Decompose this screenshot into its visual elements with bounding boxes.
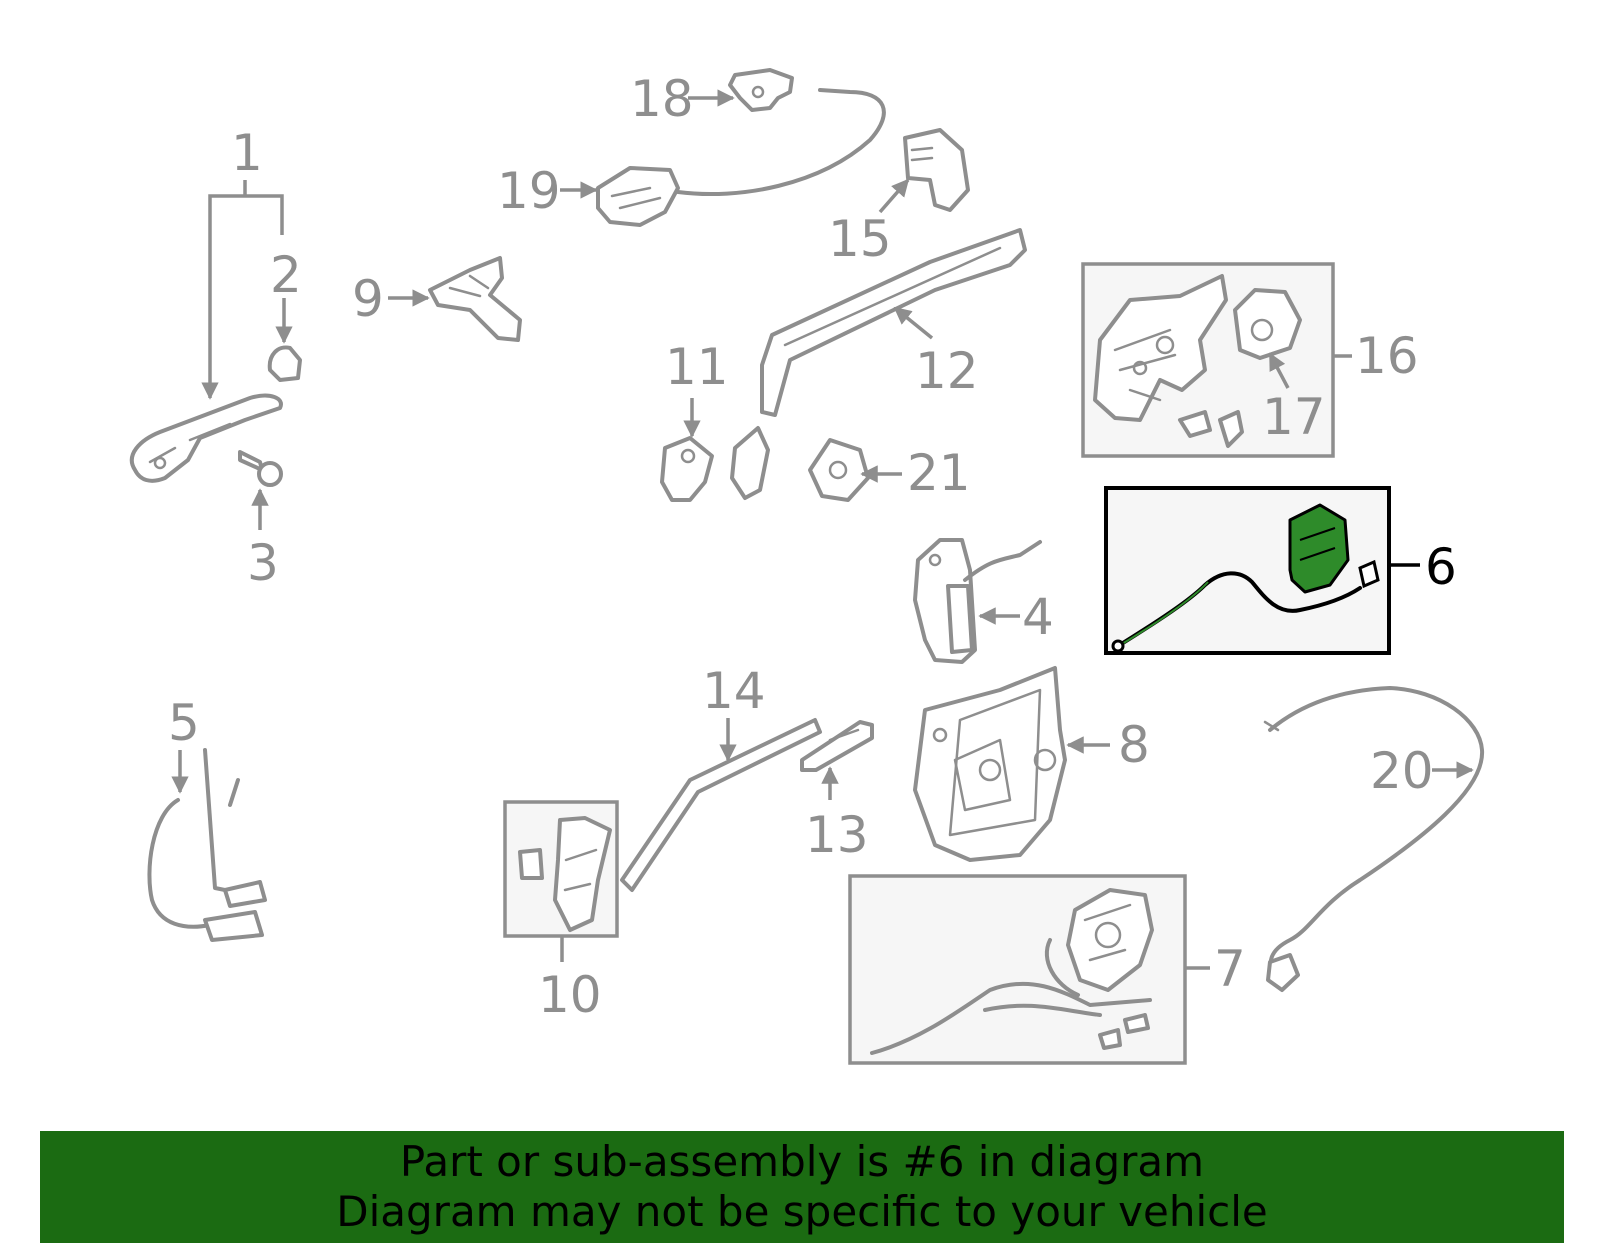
callout-21: 21	[907, 444, 971, 502]
part-20-cable[interactable]	[1263, 686, 1485, 992]
callout-6: 6	[1425, 538, 1457, 596]
part-11-bracket[interactable]	[660, 398, 770, 502]
part-7-latch	[870, 888, 1154, 1055]
callout-19: 19	[497, 162, 561, 220]
part-1-handle[interactable]	[129, 180, 284, 483]
callout-17: 17	[1262, 388, 1326, 446]
part-4-handle-base[interactable]	[913, 538, 1042, 664]
callout-14: 14	[702, 662, 766, 720]
part-15-actuator[interactable]	[878, 128, 970, 214]
callout-2: 2	[270, 246, 302, 304]
callout-11: 11	[665, 338, 729, 396]
callout-4: 4	[1022, 588, 1054, 646]
callout-18: 18	[630, 70, 694, 128]
part-12-channel[interactable]	[760, 228, 1027, 417]
part-16-latch	[1093, 274, 1244, 448]
callout-13: 13	[805, 806, 869, 864]
part-6-cable-assembly[interactable]	[1111, 503, 1380, 653]
callout-3: 3	[247, 534, 279, 592]
callout-12: 12	[915, 342, 979, 400]
part-3-screw[interactable]	[238, 450, 283, 530]
part-18-bracket[interactable]	[688, 68, 794, 112]
callout-5: 5	[168, 694, 200, 752]
part-8-module[interactable]	[913, 666, 1110, 862]
callout-8: 8	[1118, 716, 1150, 774]
part-17-motor[interactable]	[1233, 288, 1302, 389]
part-13-clip[interactable]	[800, 720, 874, 800]
banner-line-1: Part or sub-assembly is #6 in diagram	[399, 1137, 1205, 1186]
callout-7: 7	[1214, 940, 1246, 998]
part-10-bracket	[518, 816, 612, 932]
callout-9: 9	[352, 270, 384, 328]
callout-16: 16	[1355, 327, 1419, 385]
highlight-banner: Part or sub-assembly is #6 in diagram Di…	[40, 1131, 1564, 1243]
callout-20: 20	[1370, 742, 1434, 800]
part-9-bracket[interactable]	[388, 256, 522, 342]
part-19-cable[interactable]	[560, 88, 886, 227]
callout-15: 15	[828, 210, 892, 268]
part-21-plate[interactable]	[808, 438, 902, 502]
callout-10: 10	[538, 966, 602, 1024]
part-2-cap[interactable]	[267, 298, 302, 382]
banner-line-2: Diagram may not be specific to your vehi…	[336, 1187, 1268, 1236]
part-5-rod[interactable]	[147, 748, 267, 942]
part-14-strip[interactable]	[620, 718, 822, 892]
callout-1: 1	[231, 124, 263, 182]
